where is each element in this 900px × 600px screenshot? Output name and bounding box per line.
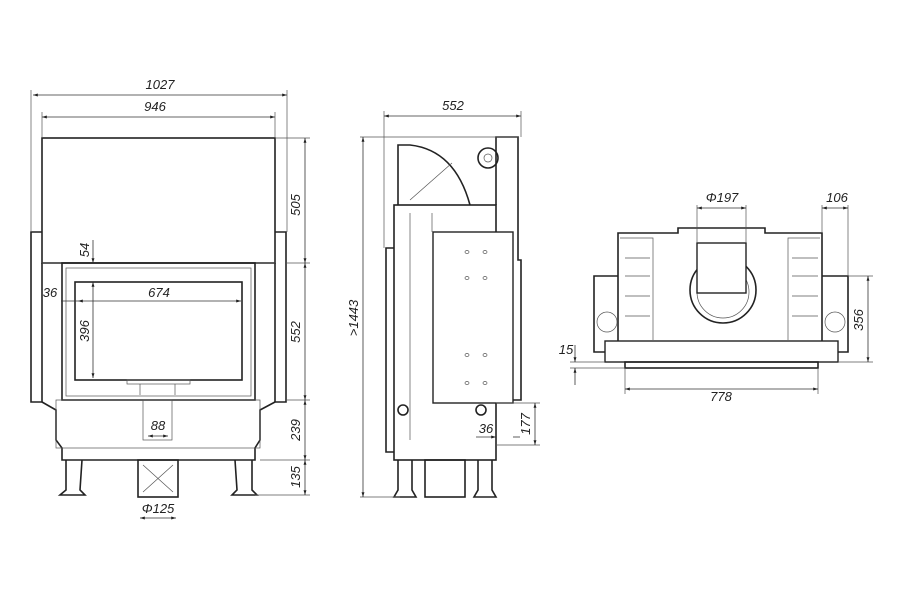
dim-min-height: >1443	[346, 299, 361, 336]
dim-top-height: 505	[288, 193, 303, 215]
dim-glass-width: 674	[148, 285, 170, 300]
dim-leg-height: 135	[288, 465, 303, 487]
top-view-outline	[593, 227, 849, 369]
dim-overall-width: 1027	[146, 77, 176, 92]
dim-inlet-offset: 36	[479, 421, 494, 436]
dim-glass-height: 396	[77, 319, 92, 341]
dim-side-depth: 552	[442, 98, 464, 113]
dim-door-offset-top: 54	[77, 243, 92, 257]
front-dimension-lines	[30, 90, 310, 520]
side-dimension-lines	[360, 111, 540, 498]
dim-door-offset-side: 36	[43, 285, 58, 300]
mounting-holes	[464, 250, 488, 385]
dim-air-inlet-width: 88	[151, 418, 166, 433]
dim-side-offset: 106	[826, 190, 848, 205]
top-view: Φ197 106 356 15 778	[559, 190, 873, 404]
front-view: 1027 946 505 552 239 135 54 36 674 396 8…	[30, 77, 310, 520]
dim-air-inlet-diameter: Φ125	[142, 501, 175, 516]
dim-front-width: 778	[710, 389, 732, 404]
dim-inlet-height: 177	[518, 412, 533, 434]
side-view: 552 >1443 36 177	[346, 98, 540, 498]
top-dimension-lines	[570, 205, 873, 394]
side-view-outline	[385, 136, 522, 498]
dim-door-height: 552	[288, 320, 303, 342]
dim-base-height: 239	[288, 419, 303, 442]
dim-front-offset: 15	[559, 342, 574, 357]
dim-flue-diameter: Φ197	[706, 190, 739, 205]
dim-top-depth: 356	[851, 308, 866, 330]
dim-body-width: 946	[144, 99, 166, 114]
front-view-outline	[30, 137, 287, 498]
